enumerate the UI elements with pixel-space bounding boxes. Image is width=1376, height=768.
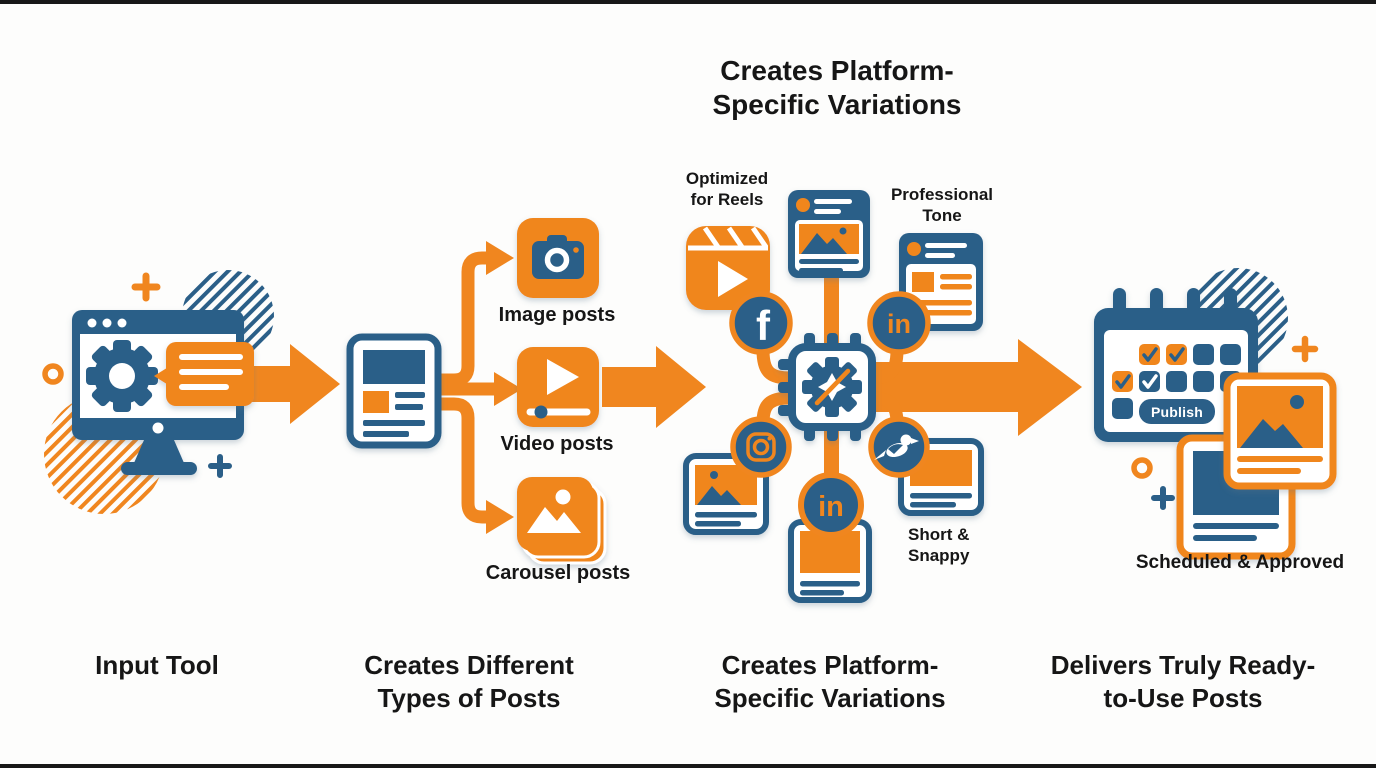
video-play-icon xyxy=(517,347,599,427)
stage-caption-delivery: Delivers Truly Ready-to-Use Posts xyxy=(1050,650,1316,713)
post-card-image xyxy=(788,190,870,278)
post-card-front xyxy=(1223,372,1337,490)
instagram-icon xyxy=(730,416,792,478)
stage-caption-input-tool: Input Tool xyxy=(95,650,219,680)
linkedin-letters: in xyxy=(818,491,844,523)
plus-decoration xyxy=(131,272,161,302)
linkedin-icon: in xyxy=(798,472,864,538)
spark-slash xyxy=(814,368,851,406)
ring-decoration xyxy=(42,363,64,385)
speech-bubble-icon xyxy=(154,342,254,406)
short-snappy-annotation: Short & Snappy xyxy=(908,525,970,565)
plus-decoration xyxy=(1291,335,1319,363)
reels-annotation: Optimized for Reels xyxy=(685,169,769,209)
facebook-letter: f xyxy=(756,302,771,349)
stage-caption-post-types: Creates Different Types of Posts xyxy=(364,650,574,713)
linkedin-letters: in xyxy=(887,309,911,339)
image-posts-label: Image posts xyxy=(498,304,616,326)
bottom-edge-bar xyxy=(0,764,1376,768)
gear-icon xyxy=(86,340,158,412)
facebook-icon: f xyxy=(729,291,793,355)
plus-decoration xyxy=(1151,486,1175,510)
twitter-icon xyxy=(868,416,930,478)
video-posts-label: Video posts xyxy=(500,433,614,455)
top-edge-bar xyxy=(0,0,1376,4)
professional-tone-annotation: Professional Tone xyxy=(890,185,994,225)
camera-icon xyxy=(517,218,599,298)
carousel-posts-label: Carousel posts xyxy=(485,562,631,584)
publish-button: Publish xyxy=(1139,399,1215,424)
stage-caption-variations: Creates Platform-Specific Variations xyxy=(714,650,946,713)
input-tool-illustration xyxy=(42,270,340,514)
diagram-title: Creates Platform-Specific Variations xyxy=(712,55,962,121)
platform-variations-illustration: f in in xyxy=(602,190,1082,603)
ai-chip-gear-icon xyxy=(778,333,876,441)
flow-arrow-icon xyxy=(602,346,706,428)
scheduled-approved-annotation: Scheduled & Approved xyxy=(1135,552,1345,573)
linkedin-icon: in xyxy=(867,291,931,355)
calendar-grid xyxy=(1112,344,1241,419)
gear-icon xyxy=(802,357,862,417)
branch-arrows xyxy=(438,241,522,534)
reels-icon xyxy=(686,226,770,310)
post-card-photo xyxy=(683,453,769,535)
document-post-icon xyxy=(346,333,442,449)
plus-decoration xyxy=(208,454,232,478)
post-types-illustration xyxy=(346,218,607,565)
ring-decoration xyxy=(1131,457,1153,479)
carousel-stack-icon xyxy=(517,477,607,565)
